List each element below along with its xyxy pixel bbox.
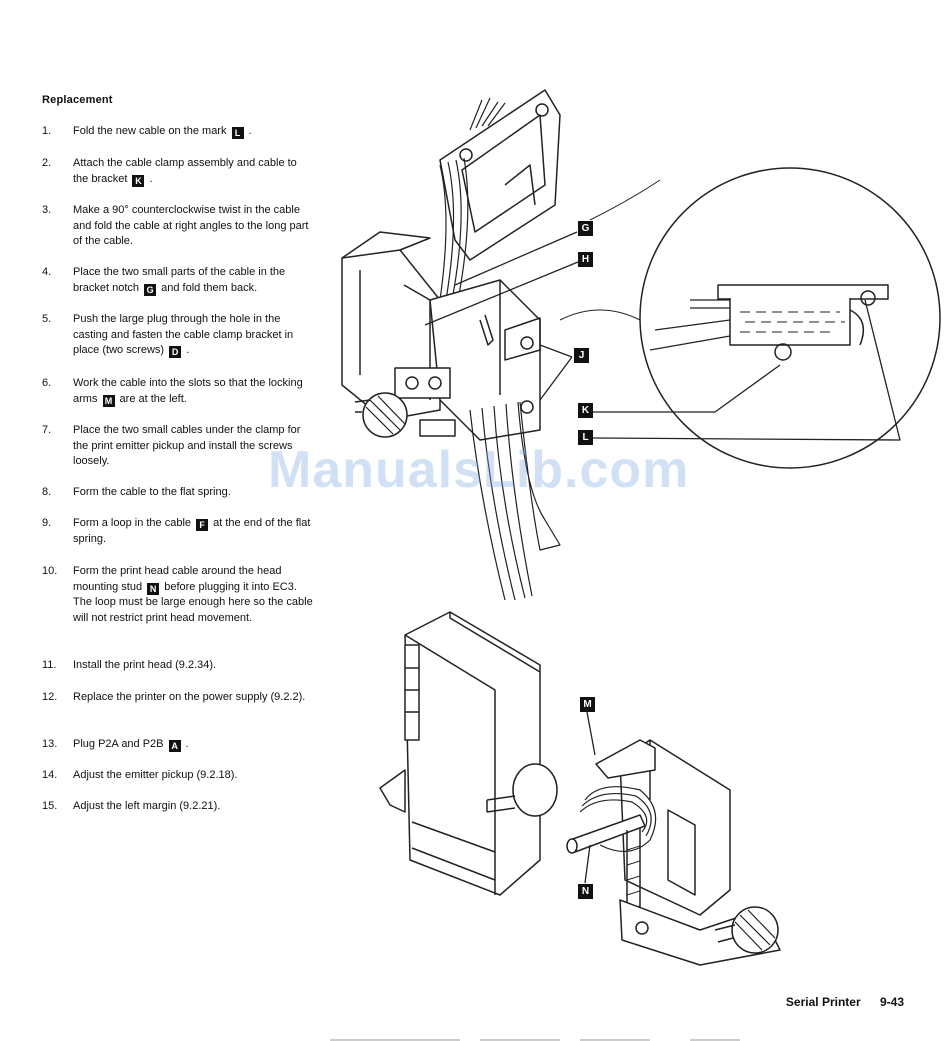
step-text: Fold the new cable on the mark L . — [73, 125, 252, 139]
step-number: 6. — [42, 377, 52, 389]
step-text: Place the two small cables under the cla… — [73, 424, 301, 468]
step-number: 5. — [42, 313, 52, 325]
callout-m: M — [580, 697, 595, 712]
step-text: Make a 90° counterclockwise twist in the… — [73, 204, 309, 248]
footer-page-number: 9-43 — [879, 995, 904, 1009]
reference-tag: M — [102, 394, 115, 407]
reference-tag: D — [169, 346, 182, 359]
step-number: 13. — [42, 738, 58, 750]
step-text: Work the cable into the slots so that th… — [73, 377, 303, 407]
step-number: 15. — [42, 800, 58, 812]
callout-k: K — [578, 403, 593, 418]
step-text: Adjust the left margin (9.2.21). — [73, 800, 221, 812]
cable-clamp-assembly-drawing — [341, 89, 561, 601]
leader-lines-upper — [424, 231, 901, 441]
reference-tag: N — [147, 582, 160, 595]
watermark: ManualsLib.com — [268, 441, 690, 499]
step-text: Attach the cable clamp assembly and cabl… — [73, 157, 297, 187]
step-text: Form the print head cable around the hea… — [73, 565, 313, 624]
footer-section-title: Serial Printer — [785, 995, 861, 1009]
step-number: 1. — [42, 125, 52, 137]
print-head-mounting-drawing — [379, 611, 781, 966]
step-text: Form a loop in the cable F at the end of… — [73, 517, 311, 545]
step-text: Form the cable to the flat spring. — [73, 486, 231, 498]
step-number: 2. — [42, 157, 52, 169]
step-text: Plug P2A and P2B A . — [73, 738, 189, 752]
leader-lines-lower — [584, 711, 596, 884]
section-heading: Replacement — [42, 94, 113, 106]
reference-tag: A — [168, 740, 181, 752]
step-number: 4. — [42, 266, 52, 278]
detail-magnifier-circle — [559, 167, 941, 469]
step-number: 3. — [42, 204, 52, 216]
step-text: Push the large plug through the hole in … — [73, 313, 294, 359]
callout-h: H — [578, 252, 593, 267]
step-number: 8. — [42, 486, 52, 498]
step-number: 12. — [42, 691, 58, 703]
step-number: 11. — [42, 659, 57, 671]
reference-tag: G — [144, 283, 157, 296]
callout-g: G — [578, 221, 593, 236]
step-text: Adjust the emitter pickup (9.2.18). — [73, 769, 238, 781]
step-number: 7. — [42, 424, 52, 436]
step-number: 14. — [42, 769, 58, 781]
reference-tag: K — [132, 174, 145, 187]
callout-j: J — [574, 348, 589, 363]
reference-tag: F — [196, 519, 209, 531]
step-number: 10. — [42, 565, 58, 577]
step-text: Place the two small parts of the cable i… — [73, 266, 286, 296]
step-text: Replace the printer on the power supply … — [73, 691, 306, 703]
step-number: 9. — [42, 517, 52, 529]
callout-n: N — [578, 884, 593, 899]
page-footer: Serial Printer 9-43 — [770, 995, 904, 1009]
step-text: Install the print head (9.2.34). — [73, 659, 217, 671]
callout-l: L — [578, 430, 593, 445]
reference-tag: L — [231, 127, 244, 139]
